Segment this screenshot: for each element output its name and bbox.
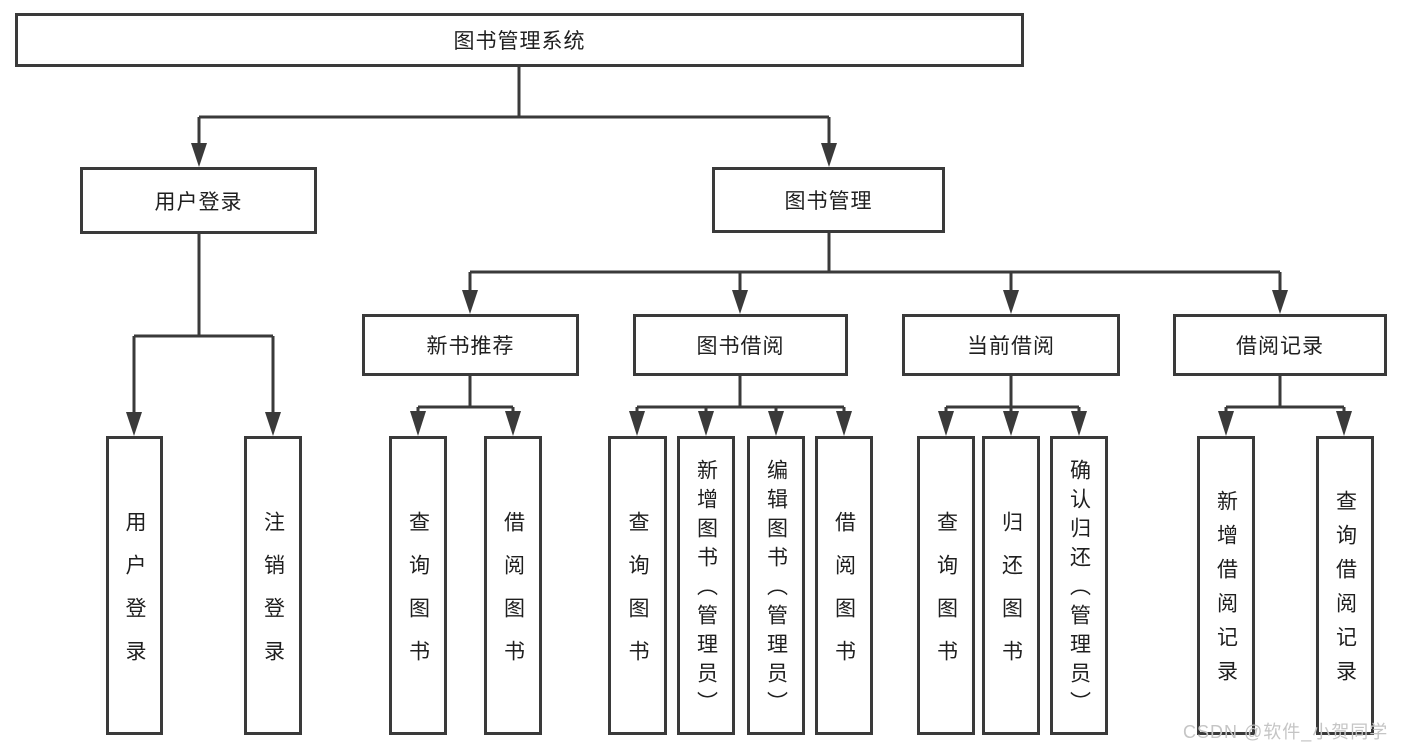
leaf-user-login: 用户登录 — [106, 436, 163, 735]
node-current-borrow-label: 当前借阅 — [967, 335, 1055, 358]
node-root: 图书管理系统 — [15, 13, 1024, 67]
book-borrow-bus-line — [637, 376, 844, 409]
leaf-confirm-return-admin-label: 确认归还（管理员） — [1067, 459, 1091, 720]
node-borrow-records: 借阅记录 — [1173, 314, 1387, 376]
arrow-down-icon — [1218, 407, 1234, 436]
arrow-down-icon — [191, 117, 207, 167]
arrow-down-icon — [836, 407, 852, 436]
arrow-down-icon — [1272, 272, 1288, 314]
leaf-query-borrow-record: 查询借阅记录 — [1316, 436, 1374, 735]
leaf-return-books-label: 归还图书 — [999, 510, 1023, 683]
arrow-down-icon — [1336, 407, 1352, 436]
node-new-book-recommend: 新书推荐 — [362, 314, 579, 376]
leaf-query-borrow-record-label: 查询借阅记录 — [1333, 490, 1357, 694]
leaf-query-books-borrow: 查询图书 — [608, 436, 667, 735]
leaf-query-books-current: 查询图书 — [917, 436, 975, 735]
current-borrow-bus-line — [946, 376, 1079, 409]
book-management-bus-line — [470, 233, 1280, 274]
user-login-bus-line — [134, 233, 273, 338]
new-book-bus-line — [418, 376, 513, 409]
node-current-borrow: 当前借阅 — [902, 314, 1120, 376]
watermark: CSDN @软件_小贺同学 — [1183, 722, 1389, 742]
leaf-return-books: 归还图书 — [982, 436, 1040, 735]
node-borrow-records-label: 借阅记录 — [1236, 335, 1324, 358]
leaf-logout: 注销登录 — [244, 436, 302, 735]
node-book-borrow-label: 图书借阅 — [696, 335, 785, 358]
node-book-management: 图书管理 — [712, 167, 945, 233]
leaf-add-borrow-record-label: 新增借阅记录 — [1214, 490, 1238, 694]
arrow-down-icon — [410, 407, 426, 436]
arrow-down-icon — [938, 407, 954, 436]
node-user-login-branch: 用户登录 — [80, 167, 317, 234]
leaf-borrow-books-label: 借阅图书 — [832, 510, 856, 683]
node-root-label: 图书管理系统 — [453, 30, 586, 53]
node-user-login-branch-label: 用户登录 — [154, 190, 243, 214]
borrow-record-bus-line — [1226, 376, 1344, 409]
root-bus-line — [199, 67, 829, 119]
arrow-down-icon — [462, 272, 478, 314]
arrow-down-icon — [126, 336, 142, 436]
leaf-query-books-recommend-label: 查询图书 — [406, 510, 430, 683]
leaf-add-book-admin: 新增图书（管理员） — [677, 436, 735, 735]
leaf-add-borrow-record: 新增借阅记录 — [1197, 436, 1255, 735]
leaf-confirm-return-admin: 确认归还（管理员） — [1050, 436, 1108, 735]
node-book-borrow: 图书借阅 — [633, 314, 848, 376]
leaf-edit-book-admin: 编辑图书（管理员） — [747, 436, 805, 735]
node-book-management-label: 图书管理 — [784, 190, 873, 213]
leaf-query-books-recommend: 查询图书 — [389, 436, 447, 735]
leaf-borrow-books-recommend-label: 借阅图书 — [501, 510, 525, 683]
leaf-borrow-books-recommend: 借阅图书 — [484, 436, 542, 735]
leaf-add-book-admin-label: 新增图书（管理员） — [694, 459, 718, 720]
arrow-down-icon — [505, 407, 521, 436]
leaf-user-login-label: 用户登录 — [123, 510, 146, 683]
arrow-down-icon — [698, 407, 714, 436]
leaf-edit-book-admin-label: 编辑图书（管理员） — [764, 459, 788, 720]
arrow-down-icon — [821, 117, 837, 167]
arrow-down-icon — [265, 336, 281, 436]
leaf-query-books-current-label: 查询图书 — [934, 510, 958, 683]
arrow-down-icon — [1003, 407, 1019, 436]
arrow-down-icon — [732, 272, 748, 314]
arrow-down-icon — [768, 407, 784, 436]
arrow-down-icon — [629, 407, 645, 436]
leaf-query-books-borrow-label: 查询图书 — [626, 510, 649, 683]
leaf-logout-label: 注销登录 — [261, 510, 285, 683]
arrow-down-icon — [1071, 407, 1087, 436]
leaf-borrow-books: 借阅图书 — [815, 436, 873, 735]
node-new-book-recommend-label: 新书推荐 — [426, 335, 515, 358]
arrow-down-icon — [1003, 272, 1019, 314]
